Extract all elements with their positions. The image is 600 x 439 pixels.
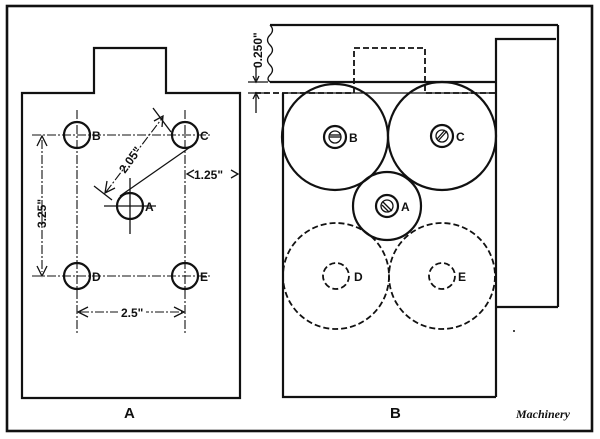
dimension-label: 0.250" [251,32,265,68]
hidden-hub [428,262,456,290]
break-line [266,24,274,83]
view-b: 0.250" B C A [248,23,560,422]
gear-hub [322,124,348,150]
gear-a: A [351,170,423,242]
view-caption-a: A [124,405,135,422]
dimension-1-25: 1.25" [185,168,240,182]
gear-c: C [386,80,498,192]
publisher-credit: Machinery [515,407,571,421]
screw-icon [435,129,449,143]
dimension-label: 3.25" [35,199,49,228]
hole-label: A [145,200,154,214]
view-a: B C A D E 3.25" [20,46,242,422]
hole-e: E [170,261,208,291]
dimension-2-5: 2.5" [76,303,186,320]
gear-plate-outline [281,93,496,399]
hole-label: D [92,270,101,284]
dimension-label: 1.25" [194,168,223,182]
hole-label: B [92,129,101,143]
hidden-hub [322,262,350,290]
outer-frame [5,4,594,433]
gear-label: B [349,131,358,145]
template-plate-outline [20,46,242,400]
diagonal-centerline [119,142,197,197]
hole-d: D [62,261,101,291]
hole-c: C [170,120,209,150]
gear-d: D [282,222,390,330]
gear-hub [429,123,455,149]
hidden-tab-outline [255,47,496,94]
hole-label: C [200,129,209,143]
gear-e: E [388,222,496,330]
gear-label: A [401,200,410,214]
dimension-label: 2.5" [121,306,143,320]
gear-label: E [458,270,466,284]
gear-label: D [354,270,363,284]
dimension-2-05: 2.05" [93,107,172,201]
hole-label: E [200,270,208,284]
speck [513,330,515,332]
dimension-0-250: 0.250" [248,32,268,113]
hole-b: B [62,120,101,150]
gear-label: C [456,130,465,144]
screw-icon [380,199,394,213]
right-block [494,37,556,397]
hole-a: A [115,191,154,221]
gear-hub [374,193,400,219]
gear-b: B [280,82,390,192]
view-caption-b: B [390,405,401,422]
dimension-3-25: 3.25" [35,134,49,278]
